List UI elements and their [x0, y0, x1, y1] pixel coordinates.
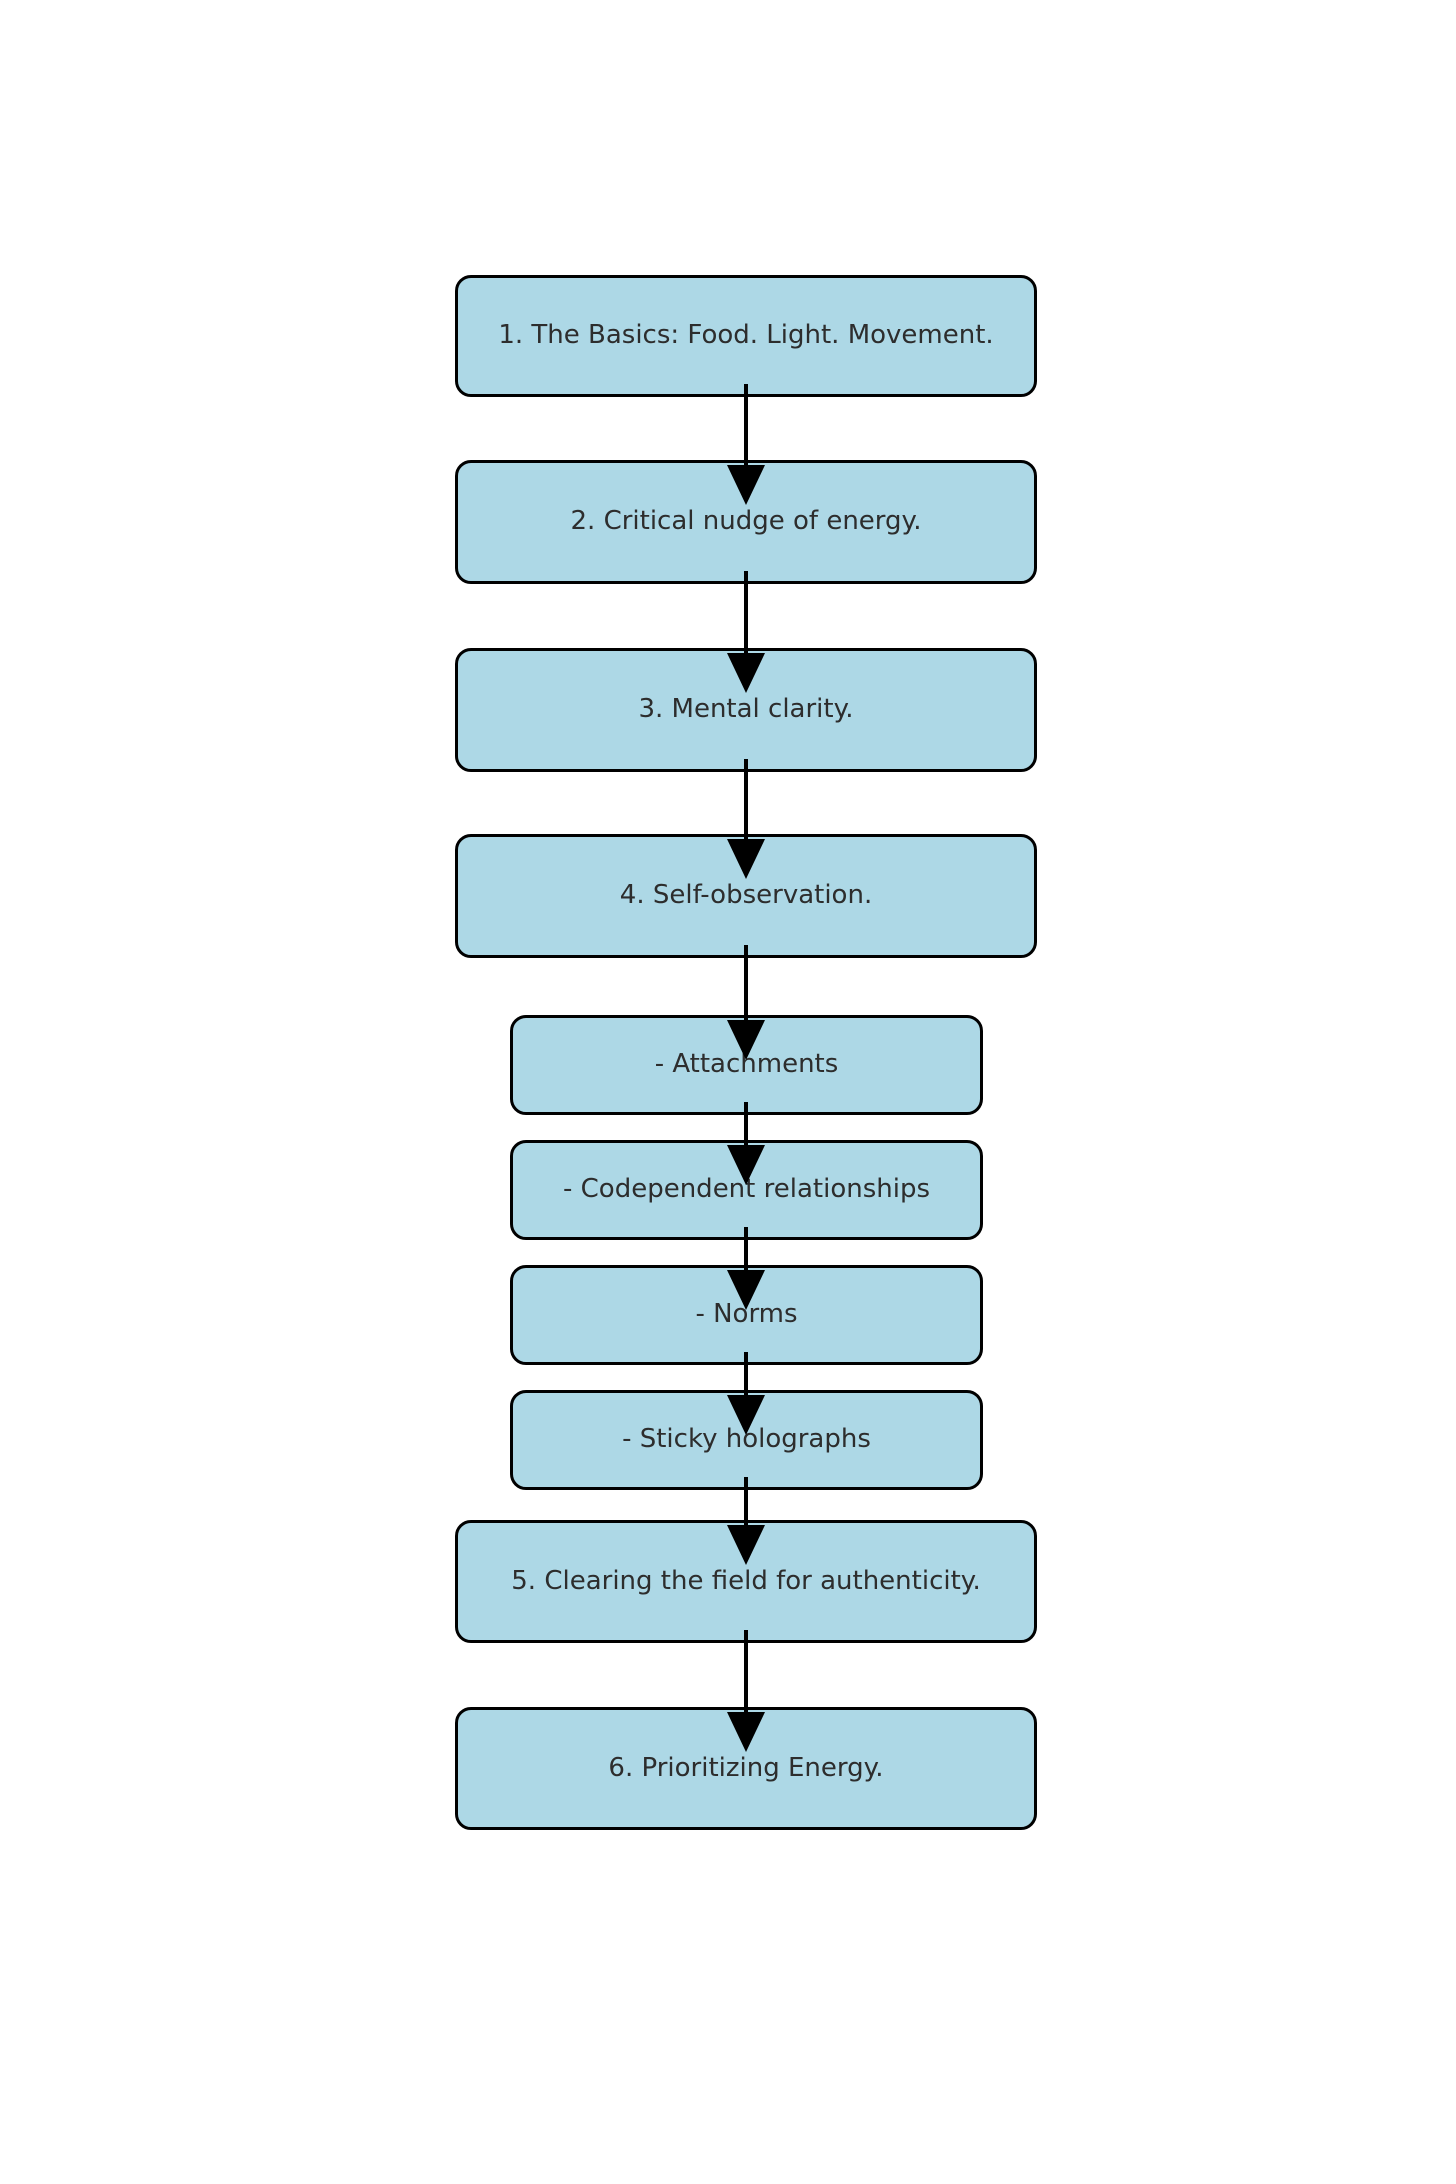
step-label: 1. The Basics: Food. Light. Movement. — [498, 320, 994, 351]
substep-box-norms: - Norms — [510, 1265, 983, 1365]
step-box-clearing-field: 5. Clearing the field for authenticity. — [455, 1520, 1037, 1643]
step-label: - Norms — [695, 1299, 798, 1330]
step-label: - Codependent relationships — [563, 1174, 930, 1205]
step-box-self-observation: 4. Self-observation. — [455, 834, 1037, 958]
substep-box-attachments: - Attachments — [510, 1015, 983, 1115]
step-label: 5. Clearing the field for authenticity. — [511, 1565, 981, 1596]
step-box-mental-clarity: 3. Mental clarity. — [455, 648, 1037, 772]
step-box-prioritizing-energy: 6. Prioritizing Energy. — [455, 1707, 1037, 1830]
substep-box-codependent-relationships: - Codependent relationships — [510, 1140, 983, 1240]
step-label: - Attachments — [654, 1049, 839, 1080]
step-box-critical-nudge: 2. Critical nudge of energy. — [455, 460, 1037, 584]
step-label: 6. Prioritizing Energy. — [608, 1752, 884, 1783]
step-label: 4. Self-observation. — [619, 880, 873, 911]
step-label: 2. Critical nudge of energy. — [570, 506, 922, 537]
substep-box-sticky-holographs: - Sticky holographs — [510, 1390, 983, 1490]
step-box-basics: 1. The Basics: Food. Light. Movement. — [455, 275, 1037, 397]
step-label: 3. Mental clarity. — [638, 694, 854, 725]
step-label: - Sticky holographs — [622, 1424, 871, 1455]
